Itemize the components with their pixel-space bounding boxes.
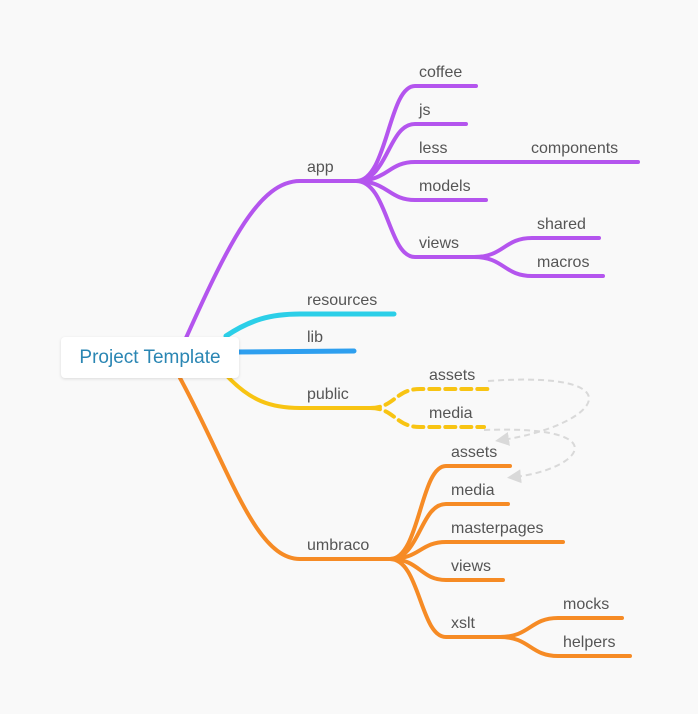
link-root-umbraco bbox=[178, 376, 302, 561]
node-resources[interactable]: resources bbox=[307, 292, 378, 309]
node-app-js[interactable]: js bbox=[419, 102, 431, 119]
link-xslt-helpers bbox=[498, 635, 632, 658]
link-root-public bbox=[226, 375, 372, 410]
node-app[interactable]: app bbox=[307, 159, 334, 176]
node-app-views[interactable]: views bbox=[419, 235, 460, 252]
node-app-views-macros[interactable]: macros bbox=[537, 254, 590, 271]
link-app-views bbox=[354, 179, 476, 259]
link-root-app bbox=[184, 179, 302, 340]
node-umbraco-xslt-helpers[interactable]: helpers bbox=[563, 634, 616, 651]
node-umbraco-assets[interactable]: assets bbox=[451, 444, 498, 461]
node-umbraco[interactable]: umbraco bbox=[307, 537, 370, 554]
link-root-lib bbox=[233, 348, 357, 355]
node-public-media[interactable]: media bbox=[429, 405, 473, 422]
arrow-public-media-to-umbraco-assets bbox=[483, 428, 576, 484]
node-umbraco-masterpages[interactable]: masterpages bbox=[451, 520, 544, 537]
link-public-media bbox=[368, 406, 486, 429]
node-public-assets[interactable]: assets bbox=[429, 367, 476, 384]
node-public[interactable]: public bbox=[307, 386, 349, 403]
node-lib[interactable]: lib bbox=[307, 329, 324, 346]
node-umbraco-xslt-mocks[interactable]: mocks bbox=[563, 596, 610, 613]
node-app-less[interactable]: less bbox=[419, 140, 448, 157]
node-app-coffee[interactable]: coffee bbox=[419, 64, 463, 81]
link-views-macros bbox=[472, 255, 605, 278]
link-app-coffee bbox=[354, 84, 478, 183]
link-app-js bbox=[354, 122, 468, 183]
node-app-models[interactable]: models bbox=[419, 178, 471, 195]
node-app-views-shared[interactable]: shared bbox=[537, 216, 586, 233]
node-umbraco-media[interactable]: media bbox=[451, 482, 495, 499]
node-app-less-components[interactable]: components bbox=[531, 140, 619, 157]
node-umbraco-views[interactable]: views bbox=[451, 558, 492, 575]
link-umbraco-assets bbox=[388, 464, 512, 561]
arrow-public-assets-to-umbraco-media bbox=[487, 378, 590, 446]
node-umbraco-xslt[interactable]: xslt bbox=[451, 615, 475, 632]
link-root-resources bbox=[223, 311, 397, 339]
link-umbraco-xslt bbox=[388, 557, 502, 639]
root-node[interactable]: Project Template bbox=[61, 337, 239, 378]
root-label: Project Template bbox=[79, 346, 221, 368]
